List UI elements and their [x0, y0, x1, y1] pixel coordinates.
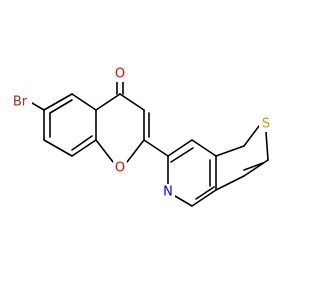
bond-single [126, 139, 145, 163]
bond-single [71, 93, 97, 111]
bond-c-br [31, 102, 45, 111]
bond-double-inner [195, 186, 215, 200]
bond-single [191, 139, 217, 157]
atom-carbonyl-oxygen: O [113, 66, 127, 82]
bond-single [215, 175, 245, 191]
bond-single [43, 93, 73, 111]
atom-label-o-carbonyl: O [115, 67, 125, 82]
bond-single [167, 139, 193, 157]
bond-single [95, 139, 114, 163]
molecule-structure: Br O O N S [10, 66, 273, 207]
atom-thiophene-sulfur: S [259, 116, 273, 132]
bond-single [174, 195, 193, 207]
atom-label-o-ring: O [115, 161, 125, 176]
bond-double-inner [71, 135, 93, 151]
bond-single [43, 139, 73, 157]
bond-layer [31, 81, 269, 207]
atom-bromine: Br [10, 94, 32, 110]
bond-single [243, 125, 260, 147]
bond-single [119, 93, 145, 111]
bond-single [71, 139, 97, 157]
bond-double-inner [49, 99, 73, 114]
atom-label-n: N [163, 185, 173, 200]
bond-single [215, 145, 245, 157]
bond-single [95, 93, 121, 111]
atom-pyridine-nitrogen: N [161, 184, 175, 200]
structure-canvas: Br O O N S [10, 66, 273, 207]
atom-label-s: S [262, 117, 270, 132]
bond-single [191, 189, 217, 207]
bond-single [265, 131, 269, 161]
bond-double-inner [243, 162, 264, 171]
bond-single [143, 139, 169, 157]
bond-single [243, 159, 269, 177]
bond-double-inner [170, 147, 194, 163]
atom-ring-oxygen: O [113, 160, 127, 176]
atom-label-br: Br [13, 95, 28, 110]
